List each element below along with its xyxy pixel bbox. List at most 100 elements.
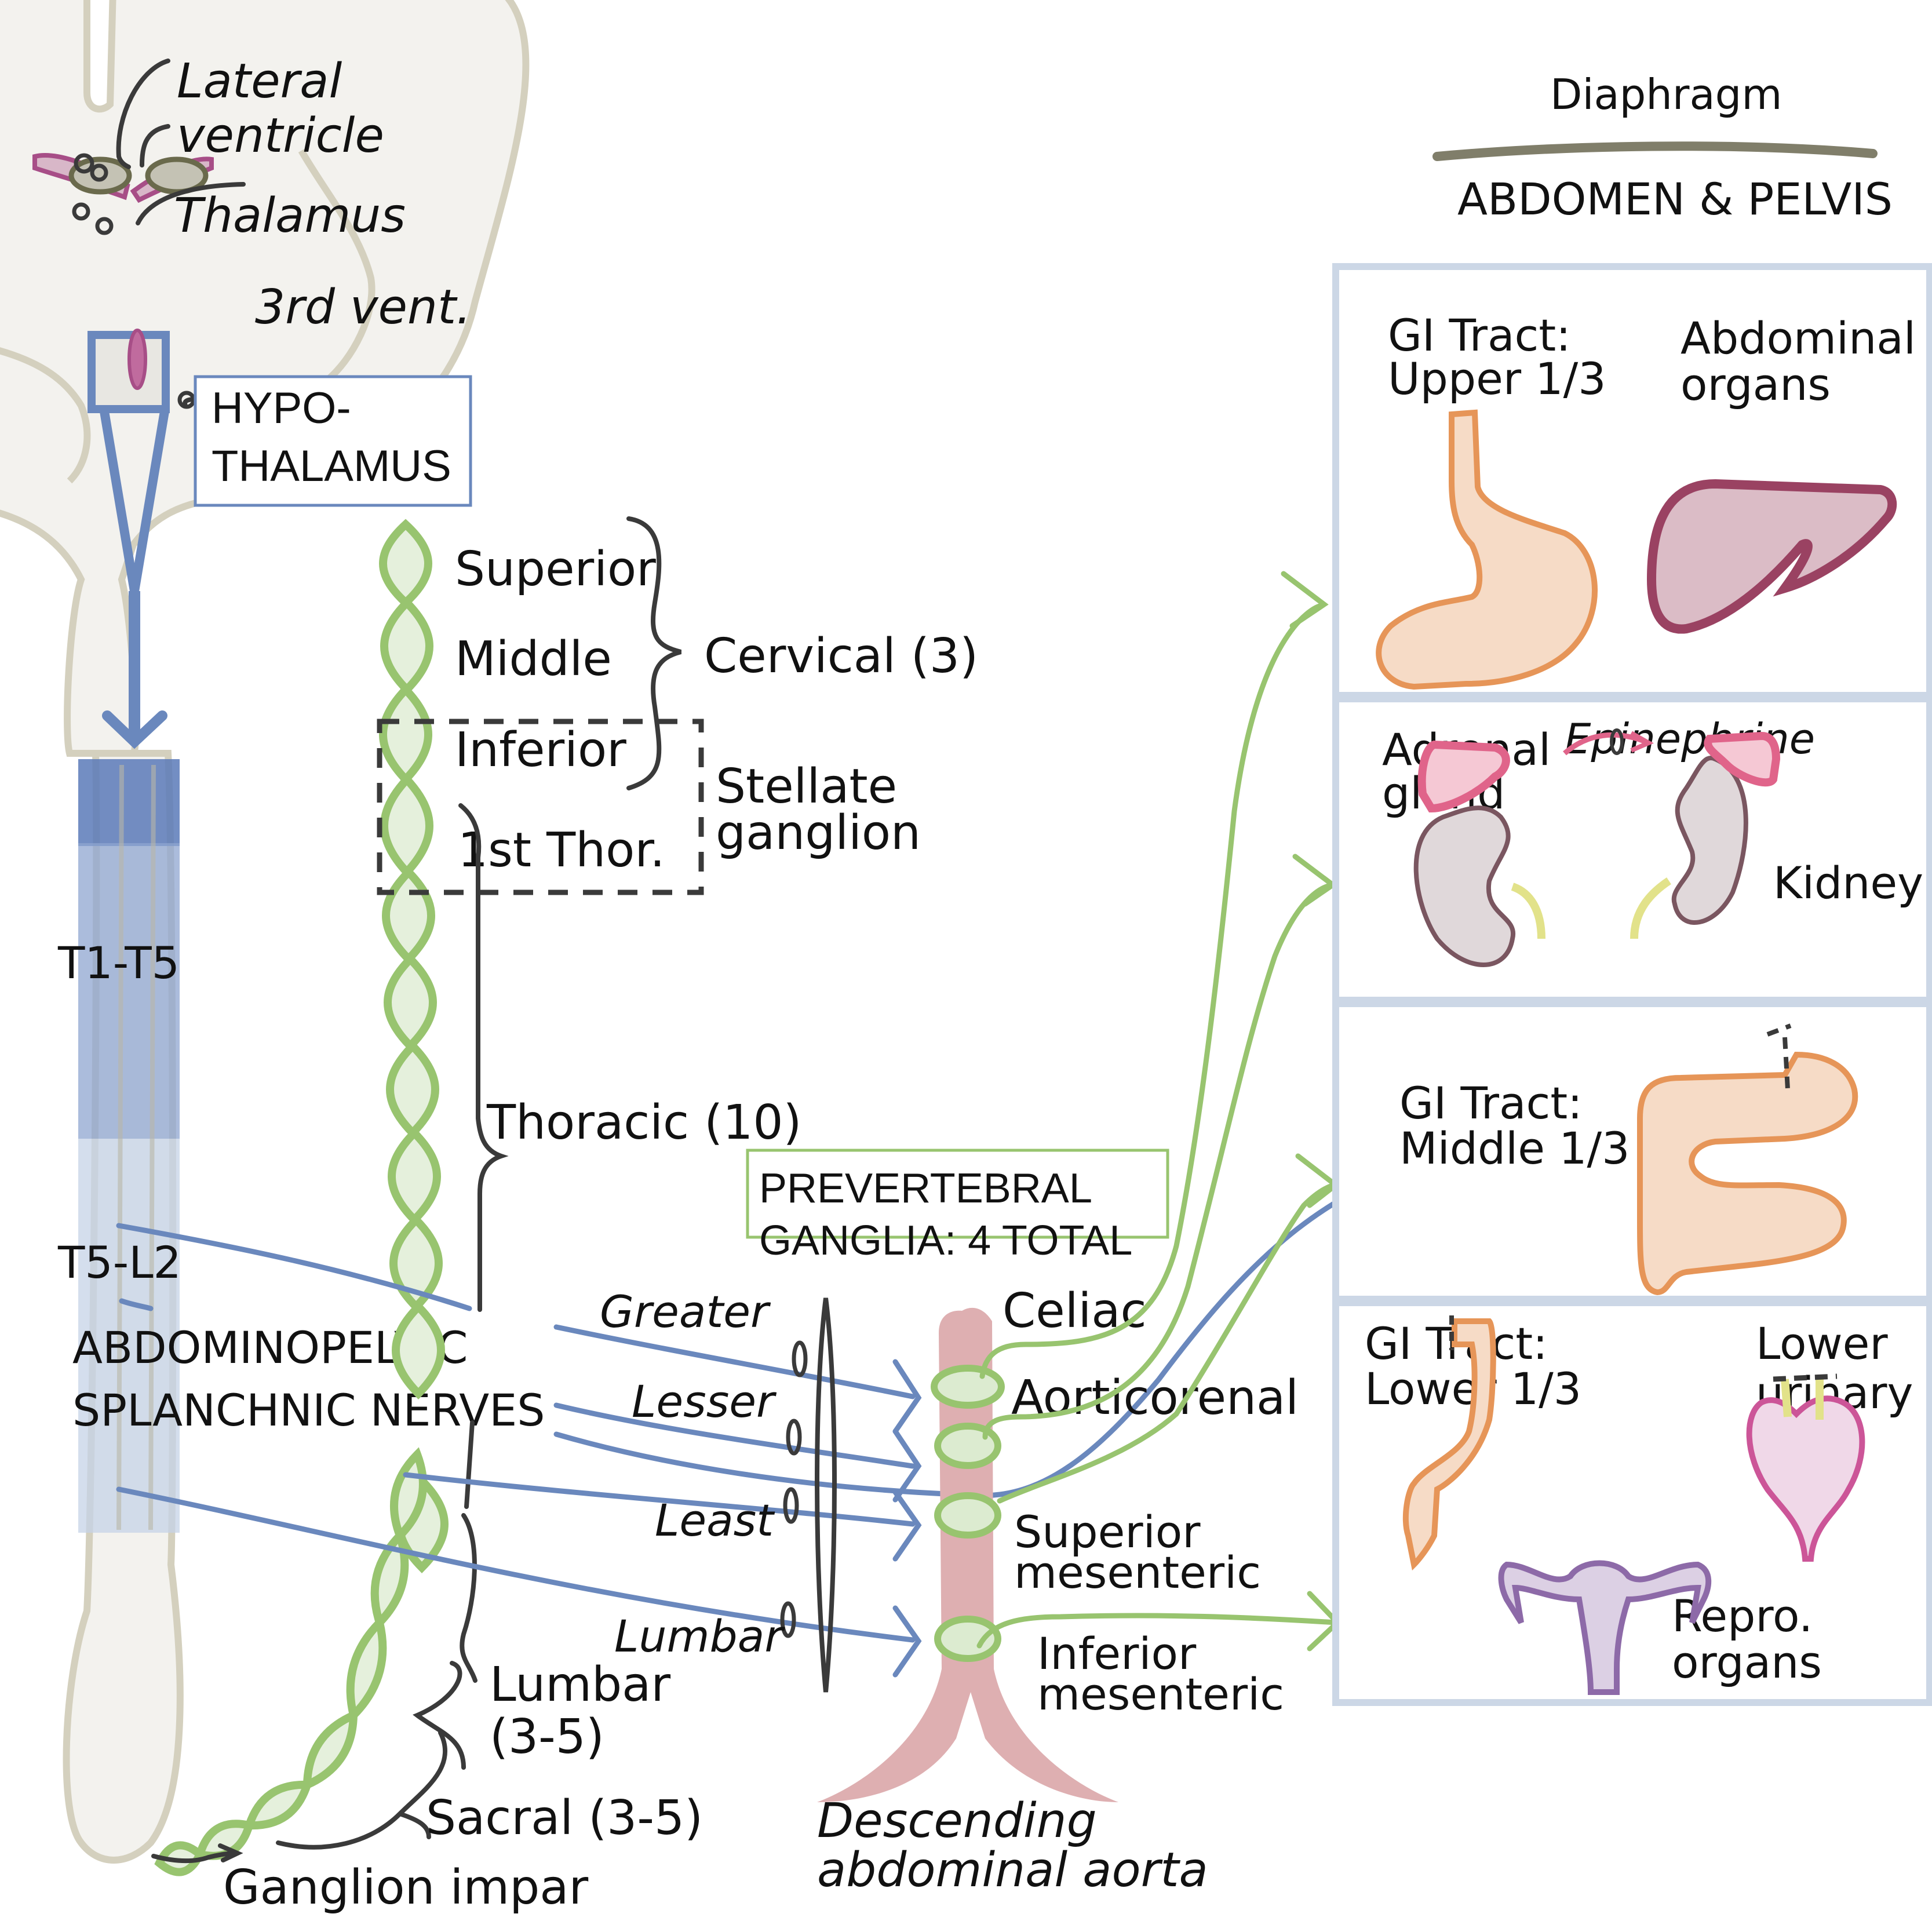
panel-middle-gi: GI Tract: Middle 1/3: [1332, 1000, 1932, 1303]
label-repro-organs-2: organs: [1672, 1636, 1822, 1688]
label-third-ventricle: 3rd vent.: [255, 280, 471, 335]
panel-upper-gi: GI Tract: Upper 1/3 Abdominal organs: [1332, 263, 1932, 699]
kidney-left-icon: [1413, 805, 1516, 967]
celiac-ganglion: [931, 1365, 1005, 1409]
label-lumbar-splanchnic: Lumbar: [614, 1610, 785, 1662]
small-intestine-icon: [1637, 1051, 1858, 1296]
panel-lower-gi-pelvis: GI Tract: Lower 1/3 Lower urinary Repro.…: [1332, 1299, 1932, 1706]
label-lateral-ventricle-2: ventricle: [177, 108, 384, 163]
cervical-brace: [626, 516, 682, 790]
adrenal-right-icon: [1704, 731, 1781, 787]
chain-ganglion: [384, 953, 437, 1052]
label-kidney: Kidney: [1773, 857, 1923, 909]
sympathetic-chain: [154, 519, 449, 1876]
thoracic-brace: [458, 803, 509, 1312]
label-middle-cervical: Middle: [455, 632, 612, 687]
label-aorta-2: abdominal aorta: [817, 1843, 1208, 1898]
preganglionic-fibers: [116, 1150, 1498, 1693]
chain-ganglion: [388, 1127, 441, 1226]
label-gi-middle-2: Middle 1/3: [1399, 1122, 1630, 1174]
bladder-icon: [1746, 1395, 1865, 1562]
colon-icon: [1402, 1318, 1496, 1571]
label-superior-cervical: Superior: [455, 542, 656, 597]
label-inferior-mesenteric-2: mesenteric: [1037, 1668, 1284, 1720]
prevertebral-ganglia: [931, 1365, 1005, 1662]
chain-ganglion: [386, 1040, 439, 1139]
aorticorenal-ganglion: [934, 1423, 1001, 1469]
hypothalamus-label-box: [194, 375, 472, 507]
label-cervical: Cervical (3): [704, 629, 978, 684]
chain-ganglion: [195, 1820, 254, 1860]
label-lumbar-chain-1: Lumbar: [490, 1657, 670, 1712]
label-greater-splanchnic: Greater: [600, 1286, 771, 1337]
superior-mesenteric-ganglion: [934, 1492, 1001, 1539]
label-hypothalamus-2: THALAMUS: [212, 442, 451, 491]
label-thalamus: Thalamus: [174, 188, 406, 243]
label-thoracic: Thoracic (10): [486, 1095, 802, 1150]
chain-ganglion: [379, 519, 432, 608]
label-inferior-mesenteric-1: Inferior: [1037, 1628, 1197, 1679]
label-gi-middle-1: GI Tract:: [1399, 1077, 1583, 1129]
label-stellate-2: ganglion: [716, 805, 921, 861]
label-t5-l2: T5-L2: [57, 1237, 181, 1288]
segment-t1-t5: [78, 843, 180, 1139]
nerve-bundle-loop: [815, 1297, 837, 1693]
label-first-thoracic: 1st Thor.: [458, 823, 665, 878]
uterus-icon: [1498, 1560, 1712, 1695]
diaphragm-line: [1432, 141, 1878, 161]
label-gi-upper-1: GI Tract:: [1388, 309, 1571, 361]
label-stellate-1: Stellate: [716, 759, 897, 814]
stomach-icon: [1376, 409, 1598, 690]
label-prevertebral-2: GANGLIA: 4 TOTAL: [759, 1217, 1132, 1264]
liver-icon: [1646, 479, 1897, 634]
spinal-cord: [63, 750, 184, 1864]
label-t1-t5: T1-T5: [57, 937, 180, 989]
adrenal-left-icon: [1417, 740, 1510, 813]
thalamus-group: [32, 153, 214, 235]
chain-ganglion: [302, 1709, 358, 1791]
label-hypothalamus-1: HYPO-: [212, 384, 351, 433]
label-least-splanchnic: Least: [655, 1494, 775, 1546]
chain-ganglion: [379, 683, 432, 786]
kidney-right-icon: [1671, 756, 1748, 925]
chain-ganglion: [346, 1614, 387, 1723]
chain-ganglion: [380, 597, 433, 695]
label-celiac: Celiac: [1003, 1284, 1147, 1339]
label-lateral-ventricle-1: Lateral: [177, 54, 342, 109]
label-ganglion-impar: Ganglion impar: [223, 1860, 589, 1915]
chain-ganglion: [243, 1780, 313, 1830]
inferior-mesenteric-ganglion: [934, 1616, 1001, 1662]
label-lower-urinary-1: Lower: [1756, 1318, 1888, 1369]
prevertebral-label-box: [746, 1149, 1169, 1239]
label-gi-upper-2: Upper 1/3: [1388, 353, 1606, 404]
label-aorticorenal: Aorticorenal: [1011, 1370, 1299, 1426]
label-superior-mesenteric-2: mesenteric: [1014, 1547, 1261, 1598]
panel-adrenal-kidney: Adrenal gland Epinephrine Kidney: [1332, 695, 1932, 1004]
label-abdominal-organs-1: Abdominal: [1681, 312, 1916, 364]
lumbar-brace: [460, 1420, 477, 1683]
third-ventricle-shape: [127, 329, 147, 390]
sacral-brace: [276, 1730, 447, 1850]
epinephrine-arrow: [1563, 732, 1647, 756]
label-aorta-1: Descending: [817, 1794, 1097, 1849]
label-sacral: Sacral (3-5): [426, 1791, 703, 1846]
segment-t1-t5-dark: [78, 759, 180, 846]
label-abdomen-pelvis: ABDOMEN & PELVIS: [1457, 173, 1893, 225]
label-abdominal-organs-2: organs: [1681, 359, 1831, 410]
label-diaphragm: Diaphragm: [1550, 70, 1782, 119]
chain-ganglion: [382, 866, 435, 965]
label-lesser-splanchnic: Lesser: [632, 1376, 777, 1427]
label-superior-mesenteric-1: Superior: [1014, 1506, 1201, 1558]
chain-ganglion: [380, 773, 433, 878]
chain-ganglion: [392, 1301, 445, 1399]
label-inferior-cervical: Inferior: [455, 723, 626, 778]
postganglionic-fibers: [976, 571, 1342, 1652]
descending-abdominal-aorta: [817, 1307, 1118, 1802]
segment-t5-l2: [78, 1139, 180, 1533]
label-splanchnic-2: SPLANCHNIC NERVES: [72, 1384, 545, 1436]
impar-pointer: [151, 1843, 243, 1864]
label-prevertebral-1: PREVERTEBRAL: [759, 1165, 1092, 1212]
label-lumbar-chain-2: (3-5): [490, 1709, 604, 1765]
hypothalamic-tract: [88, 329, 170, 749]
